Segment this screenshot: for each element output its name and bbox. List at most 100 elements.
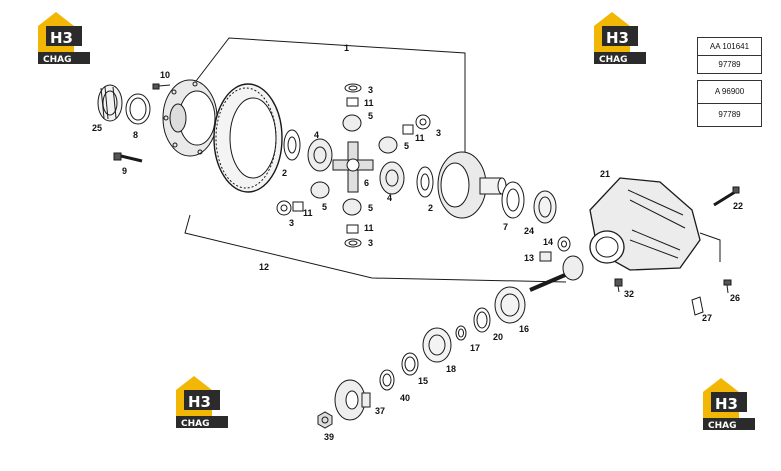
side-gear-4-right bbox=[379, 161, 405, 195]
watermark-logo: H3 CHAG bbox=[176, 376, 228, 429]
callout-37: 37 bbox=[375, 406, 385, 416]
callout-40: 40 bbox=[400, 393, 410, 403]
washer-3-a bbox=[344, 83, 362, 93]
diff-case-half-right bbox=[437, 151, 507, 219]
watermark-letters: H3 bbox=[50, 29, 73, 47]
bearing-7 bbox=[501, 181, 525, 219]
callout-4: 4 bbox=[387, 193, 392, 203]
callout-5: 5 bbox=[322, 202, 327, 212]
callout-6: 6 bbox=[364, 178, 369, 188]
nut-39 bbox=[317, 411, 333, 429]
ring-20 bbox=[473, 307, 491, 333]
pinion-gear-5-b bbox=[378, 136, 398, 154]
washer-3-c bbox=[276, 200, 292, 216]
callout-11: 11 bbox=[364, 98, 374, 108]
thrust-washer-2-upper bbox=[283, 129, 301, 161]
reference-number: 97789 bbox=[698, 103, 761, 126]
watermark-letters: H3 bbox=[606, 29, 629, 47]
bolt-9 bbox=[113, 152, 143, 163]
callout-16: 16 bbox=[519, 324, 529, 334]
callout-2: 2 bbox=[282, 168, 287, 178]
reference-box-1: AA 101641 97789 bbox=[697, 37, 762, 74]
callout-5: 5 bbox=[368, 111, 373, 121]
callout-15: 15 bbox=[418, 376, 428, 386]
callout-5: 5 bbox=[368, 203, 373, 213]
callout-1: 1 bbox=[344, 43, 349, 53]
bearing-25 bbox=[97, 84, 123, 122]
washer-14 bbox=[557, 236, 571, 252]
callout-25: 25 bbox=[92, 123, 102, 133]
callout-9: 9 bbox=[122, 166, 127, 176]
bolt-22 bbox=[713, 186, 740, 207]
watermark-logo: H3 CHAG bbox=[594, 12, 646, 65]
watermark-letters: H3 bbox=[715, 395, 738, 413]
pinion-gear-5-a bbox=[342, 114, 362, 132]
callout-11: 11 bbox=[364, 223, 374, 233]
callout-14: 14 bbox=[543, 237, 553, 247]
diff-case-half bbox=[162, 79, 218, 157]
pinion-gear-5-c bbox=[310, 181, 330, 199]
bushing-11-d bbox=[346, 224, 359, 234]
reference-code: A 96900 bbox=[714, 87, 745, 96]
callout-27: 27 bbox=[702, 313, 712, 323]
bolt-26 bbox=[723, 279, 732, 294]
assembly-bracket-12 bbox=[184, 214, 567, 283]
callout-8: 8 bbox=[133, 130, 138, 140]
spider-cross-6 bbox=[332, 141, 374, 193]
callout-11: 11 bbox=[303, 208, 313, 218]
bushing-11-c bbox=[292, 201, 304, 212]
callout-5: 5 bbox=[404, 141, 409, 151]
watermark-logo: H3 CHAG bbox=[38, 12, 90, 65]
callout-13: 13 bbox=[524, 253, 534, 263]
callout-3: 3 bbox=[289, 218, 294, 228]
flange-37 bbox=[334, 379, 371, 421]
ring-15 bbox=[401, 352, 419, 376]
pinion-gear-5-d bbox=[342, 198, 362, 216]
watermark-word: CHAG bbox=[43, 55, 72, 65]
spacer-17 bbox=[455, 325, 467, 341]
watermark-word: CHAG bbox=[181, 419, 210, 429]
callout-32: 32 bbox=[624, 289, 634, 299]
callout-4: 4 bbox=[314, 130, 319, 140]
bushing-11-b bbox=[402, 124, 414, 135]
bearing-16 bbox=[494, 286, 526, 324]
assembly-bracket-1 bbox=[192, 37, 466, 160]
side-gear-4-left bbox=[307, 138, 333, 172]
callout-22: 22 bbox=[733, 201, 743, 211]
bolt-32 bbox=[614, 278, 623, 293]
bearing-24 bbox=[533, 190, 557, 224]
callout-24: 24 bbox=[524, 226, 534, 236]
thrust-washer-2-lower bbox=[416, 166, 434, 198]
callout-20: 20 bbox=[493, 332, 503, 342]
callout-10: 10 bbox=[160, 70, 170, 80]
reference-number: 97789 bbox=[698, 55, 761, 73]
reference-code: AA 101641 bbox=[709, 42, 750, 51]
callout-2: 2 bbox=[428, 203, 433, 213]
seal-40 bbox=[379, 369, 395, 391]
ring-gear bbox=[213, 83, 283, 193]
callout-3: 3 bbox=[368, 238, 373, 248]
callout-21: 21 bbox=[600, 169, 610, 179]
washer-3-d bbox=[344, 238, 362, 248]
drive-pinion bbox=[529, 255, 584, 292]
differential-housing-21 bbox=[589, 177, 701, 271]
bushing-11-a bbox=[346, 97, 359, 107]
callout-26: 26 bbox=[730, 293, 740, 303]
bracket-27 bbox=[691, 296, 704, 316]
housing-bracket bbox=[699, 232, 721, 262]
callout-3: 3 bbox=[436, 128, 441, 138]
bolt-10 bbox=[152, 83, 171, 90]
callout-18: 18 bbox=[446, 364, 456, 374]
callout-7: 7 bbox=[503, 222, 508, 232]
watermark-word: CHAG bbox=[599, 55, 628, 65]
watermark-word: CHAG bbox=[708, 421, 737, 431]
bearing-18 bbox=[422, 327, 452, 363]
callout-11: 11 bbox=[415, 133, 425, 143]
callout-39: 39 bbox=[324, 432, 334, 442]
plug-13 bbox=[539, 251, 552, 262]
watermark-logo: H3 CHAG bbox=[703, 378, 755, 431]
washer-3-b bbox=[415, 114, 431, 130]
watermark-letters: H3 bbox=[188, 393, 211, 411]
callout-17: 17 bbox=[470, 343, 480, 353]
reference-box-2: A 96900 97789 bbox=[697, 80, 762, 127]
